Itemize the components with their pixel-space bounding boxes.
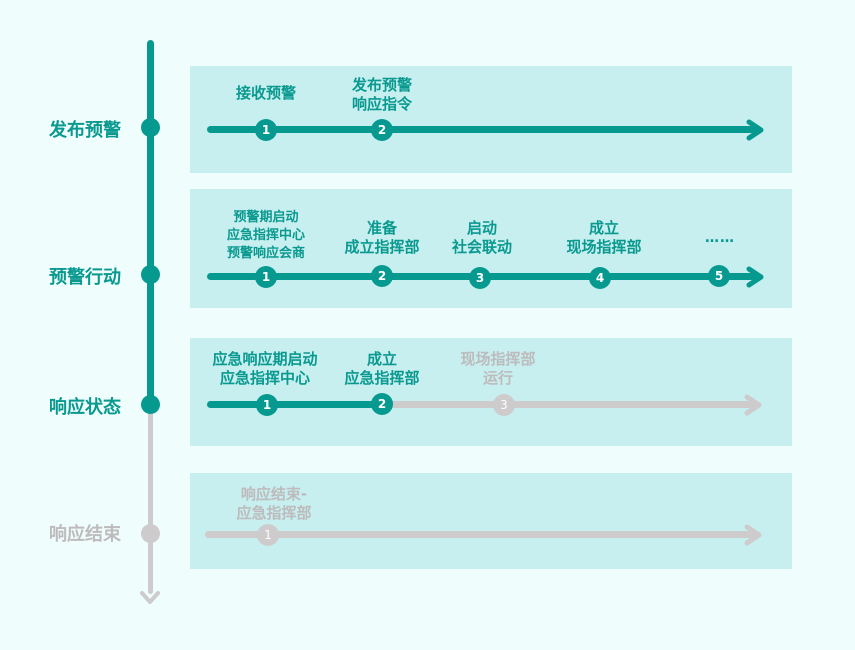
step-label: 成立应急指挥部 — [344, 350, 420, 387]
step-node[interactable]: 2 — [371, 119, 393, 141]
step-node[interactable]: 2 — [371, 265, 393, 287]
stage-dot — [141, 265, 160, 284]
progress-track-inactive — [207, 401, 757, 408]
step-label: 启动社会联动 — [451, 219, 513, 256]
progress-track-active — [207, 401, 383, 408]
timeline-axis-inactive — [148, 404, 153, 594]
step-label-ellipsis: …… — [705, 230, 735, 246]
step-node[interactable]: 1 — [255, 266, 277, 288]
arrow-right-icon — [744, 524, 762, 546]
arrow-right-icon — [746, 266, 764, 288]
timeline-down-arrow-icon — [140, 591, 160, 604]
step-node[interactable]: 3 — [469, 267, 491, 289]
stage-label-publish-warning: 发布预警 — [49, 120, 121, 141]
step-node[interactable]: 3 — [493, 394, 515, 416]
stage-label-warning-action: 预警行动 — [49, 267, 121, 288]
stage-panel-warning-action: 预警期启动应急指挥中心预警响应会商 1 准备成立指挥部 2 启动社会联动 3 成… — [190, 189, 792, 308]
progress-track-inactive — [205, 531, 755, 538]
step-node[interactable]: 1 — [257, 524, 279, 546]
step-label: 响应结束-应急指挥部 — [236, 485, 312, 522]
step-label: 应急响应期启动应急指挥中心 — [212, 350, 318, 387]
step-node[interactable]: 4 — [589, 267, 611, 289]
timeline-axis-active — [147, 40, 154, 406]
step-node[interactable]: 1 — [256, 394, 278, 416]
stage-dot — [141, 524, 160, 543]
arrow-right-icon — [744, 394, 762, 416]
stage-label-response-status: 响应状态 — [49, 397, 121, 418]
step-label: 发布预警响应指令 — [351, 76, 413, 113]
stage-panel-response-status: 应急响应期启动应急指挥中心 1 成立应急指挥部 2 现场指挥部运行 3 — [190, 338, 792, 446]
step-node[interactable]: 2 — [371, 393, 393, 415]
stage-dot — [141, 395, 160, 414]
stage-panel-response-end: 响应结束-应急指挥部 1 — [190, 473, 792, 569]
step-label: 预警期启动应急指挥中心预警响应会商 — [226, 210, 306, 261]
step-label: 准备成立指挥部 — [344, 219, 420, 256]
arrow-right-icon — [746, 119, 764, 141]
progress-track — [207, 126, 757, 133]
step-node[interactable]: 1 — [255, 119, 277, 141]
stage-label-response-end: 响应结束 — [49, 524, 121, 545]
step-label: 成立现场指挥部 — [566, 219, 642, 256]
step-label: 接收预警 — [235, 84, 297, 102]
stage-panel-publish-warning: 接收预警 1 发布预警响应指令 2 — [190, 66, 792, 173]
stage-dot — [141, 118, 160, 137]
step-node[interactable]: 5 — [708, 265, 730, 287]
step-label: 现场指挥部运行 — [460, 350, 536, 387]
